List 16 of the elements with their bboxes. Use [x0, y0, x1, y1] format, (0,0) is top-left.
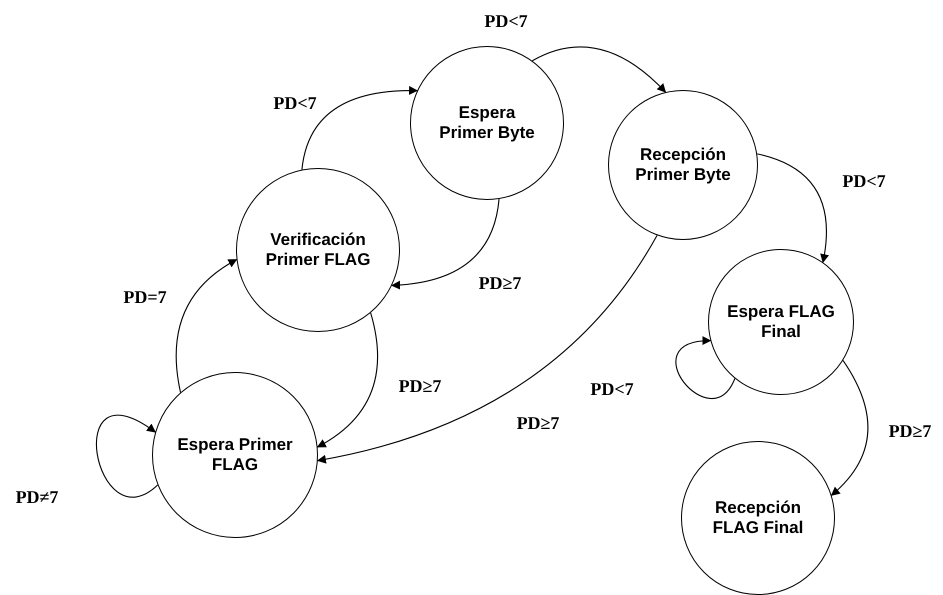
- transition-arrow: [757, 153, 829, 264]
- transition-arrow: [316, 235, 658, 464]
- transition-arrow: [676, 337, 736, 399]
- state-name: Espera Primer FLAG: [176, 434, 294, 476]
- transition-arrow: [316, 312, 378, 448]
- state-name: Espera FLAG Final: [726, 302, 836, 342]
- transition-arrow: [532, 46, 666, 93]
- state-name: Verificación Primer FLAG: [264, 230, 372, 270]
- state-name: Recepción FLAG Final: [712, 498, 804, 538]
- transition-arrow: [96, 414, 158, 498]
- state-name: Espera Primer Byte: [438, 102, 536, 144]
- transition-arrow: [176, 259, 238, 392]
- transition-arrow: [391, 198, 500, 290]
- transition-arrow: [301, 86, 418, 170]
- transition-arrow: [830, 360, 868, 496]
- state-name: Recepción Primer Byte: [634, 144, 732, 186]
